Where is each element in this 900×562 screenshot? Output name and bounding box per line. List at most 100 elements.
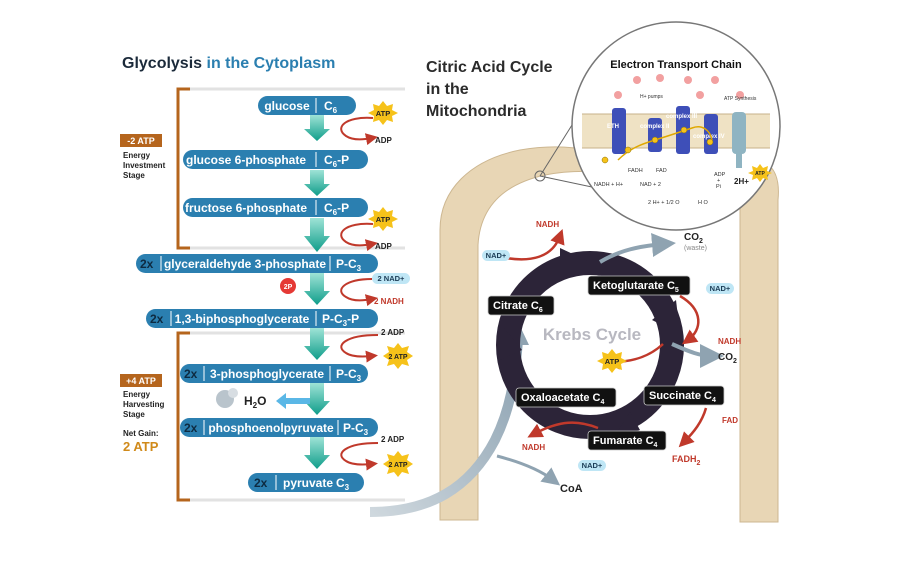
etc-fadh-label: FADH (628, 168, 643, 174)
svg-text:NAD+: NAD+ (710, 284, 731, 293)
svg-text:Succinate C4: Succinate C4 (649, 390, 716, 404)
svg-text:ETH: ETH (607, 124, 619, 130)
krebs-red-arrows (505, 228, 708, 448)
etc-electrons (601, 126, 714, 164)
svg-text:pyruvate: pyruvate (283, 476, 333, 490)
svg-text:glucose 6-phosphate: glucose 6-phosphate (186, 153, 306, 167)
co2-waste-label: CO2 (684, 232, 703, 245)
krebs-cycle-label: Krebs Cycle (543, 325, 641, 344)
etc-nadh-label: NADH + H+ (594, 182, 623, 188)
atp-star-1: ATP (368, 101, 398, 125)
etc-plus-label: + (717, 178, 720, 184)
nadh-label-3: NADH (522, 443, 545, 452)
two-adp-label-2: 2 ADP (381, 435, 405, 444)
nadh-label-1: NADH (536, 220, 559, 229)
svg-text:1,3-biphosphoglycerate: 1,3-biphosphoglycerate (175, 312, 310, 326)
etc-adp-label: ADP (714, 172, 726, 178)
fumarate-box: Fumarate C4 (587, 430, 667, 451)
citric-title-line1: Citric Acid Cycle (426, 59, 553, 76)
co2-label-2: CO2 (718, 352, 737, 365)
harvesting-atp-badge (120, 374, 162, 387)
harvesting-atp-text: +4 ATP (126, 376, 156, 386)
harvesting-line3: Stage (123, 410, 145, 419)
etc-atp-synthase (732, 112, 746, 168)
svg-text:complex III: complex III (666, 114, 697, 120)
molecule-fructose-6-phosphate: fructose 6-phosphate C6-P (183, 198, 368, 217)
etc-electron-path (617, 126, 713, 161)
molecule-phosphoenolpyruvate: 2x phosphoenolpyruvate P-C3 (180, 418, 378, 437)
svg-text:complex IV: complex IV (693, 134, 725, 140)
etc-oxygen-label: 2 H+ + 1/2 O (648, 200, 680, 206)
molecule-glucose-6-phosphate: glucose 6-phosphate C6-P (183, 150, 368, 169)
oxaloacetate-box: Oxaloacetate C4 (515, 387, 617, 408)
svg-text:3-phosphoglycerate: 3-phosphoglycerate (210, 367, 324, 381)
two-atp-star-2: 2 ATP (383, 451, 413, 477)
svg-text:ATP: ATP (376, 109, 390, 118)
molecule-pyruvate: 2x pyruvate C3 (248, 473, 364, 492)
svg-text:2x: 2x (184, 367, 198, 381)
etc-nad-label: NAD + 2 (640, 182, 661, 188)
coa-arrow (496, 454, 561, 486)
fad-label: FAD (722, 416, 738, 425)
investment-line3: Stage (123, 171, 145, 180)
citric-title-line2: in the (426, 81, 469, 98)
krebs-grey-arrows (598, 233, 724, 368)
svg-text:Fumarate C4: Fumarate C4 (593, 435, 658, 449)
glycolysis-step-arrows (304, 115, 330, 469)
etc-hplus-top (614, 74, 744, 99)
harvesting-line1: Energy (123, 390, 151, 399)
svg-text:C6: C6 (324, 99, 338, 115)
harvesting-bracket (176, 331, 190, 502)
molecule-1-3-biphosphoglycerate: 2x 1,3-biphosphoglycerate P-C3-P (146, 309, 378, 328)
svg-text:ATP: ATP (605, 357, 619, 366)
two-p-badge: 2P (280, 278, 296, 294)
etc-title: Electron Transport Chain (610, 59, 742, 71)
nad-badge-glycolysis: 2 NAD+ (372, 273, 410, 284)
ketoglutarate-box: Ketoglutarate C5 (587, 275, 691, 296)
svg-text:NAD+: NAD+ (582, 461, 603, 470)
etc-pi-label: Pi (716, 184, 721, 190)
molecule-3-phosphoglycerate: 2x 3-phosphoglycerate P-C3 (180, 364, 368, 383)
svg-text:Ketoglutarate C5: Ketoglutarate C5 (593, 280, 679, 294)
coa-label: CoA (560, 483, 583, 495)
svg-text:NAD+: NAD+ (486, 251, 507, 260)
waste-label: (waste) (684, 245, 707, 252)
nad-badge-1: NAD+ (482, 250, 510, 261)
etc-atp-star: ATP (748, 164, 772, 182)
glycolysis-side-arrows (340, 116, 379, 471)
harvesting-line2: Harvesting (123, 400, 164, 409)
two-nadh-label: 2 NADH (374, 297, 404, 306)
svg-text:C6-P: C6-P (324, 153, 349, 169)
svg-text:P-C3: P-C3 (336, 257, 362, 273)
nad-badge-3: NAD+ (578, 460, 606, 471)
svg-text:Citrate C6: Citrate C6 (493, 300, 543, 314)
molecule-glucose: glucose C6 (258, 96, 356, 115)
svg-text:Oxaloacetate C4: Oxaloacetate C4 (521, 392, 605, 406)
two-atp-star-1: 2 ATP (383, 343, 413, 369)
investment-bracket (176, 87, 190, 250)
etc-atp-synthesis-label: ATP Synthesis (724, 96, 757, 102)
svg-text:complex II: complex II (640, 124, 670, 130)
atp-star-2: ATP (368, 207, 398, 231)
etc-zoom-line-2 (539, 124, 573, 177)
svg-text:fructose 6-phosphate: fructose 6-phosphate (185, 201, 307, 215)
svg-text:C6-P: C6-P (324, 201, 349, 217)
svg-text:ATP: ATP (376, 215, 390, 224)
svg-text:glucose: glucose (264, 99, 310, 113)
molecule-glyceraldehyde-3-phosphate: 2x glyceraldehyde 3-phosphate P-C3 (136, 254, 378, 273)
svg-text:2 ATP: 2 ATP (388, 354, 407, 361)
fadh2-label: FADH2 (672, 454, 701, 467)
citrate-box: Citrate C6 (487, 295, 555, 316)
svg-text:2x: 2x (184, 421, 198, 435)
succinate-box: Succinate C4 (643, 385, 725, 406)
adp-label-1: ADP (375, 136, 393, 145)
adp-label-2: ADP (375, 242, 393, 251)
svg-text:P-C3: P-C3 (343, 421, 369, 437)
etc-complex-1: ETH (607, 108, 626, 154)
water-output: H2O (216, 388, 310, 410)
glycolysis-title: Glycolysis in the Cytoplasm (122, 55, 335, 72)
etc-hpumps-label: H+ pumps (640, 94, 663, 100)
citric-title-line3: Mitochondria (426, 103, 527, 120)
